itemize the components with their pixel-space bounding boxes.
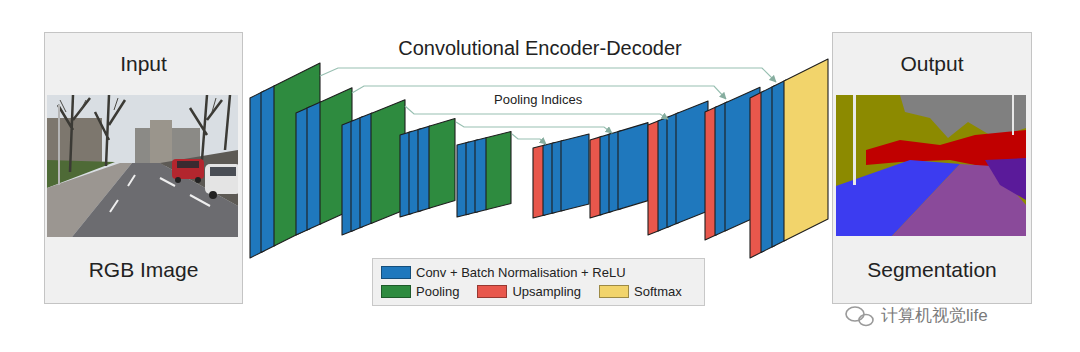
segmentation-map: [836, 95, 1026, 236]
panel-heading: Output: [900, 51, 963, 77]
legend-item: Softmax: [599, 284, 682, 299]
panel-ground: [832, 32, 1032, 304]
watermark: 计算机视觉life: [878, 306, 991, 326]
softmax-layer: [784, 59, 828, 241]
pooling-layer: [486, 132, 511, 210]
pooling-layer: [274, 63, 320, 246]
skip-arrow: [320, 68, 776, 82]
legend-swatch: [477, 285, 507, 298]
layer-stack: [250, 59, 828, 258]
image-panel: InputRGB Image: [44, 32, 243, 304]
conv-layer: [561, 134, 589, 211]
legend-item: Upsampling: [477, 284, 581, 299]
conv-layer: [475, 138, 487, 213]
skip-arrow: [512, 134, 546, 144]
legend-swatch: [381, 266, 411, 279]
panel-caption: RGB Image: [89, 257, 199, 283]
conv-layer: [418, 126, 430, 212]
conv-layer: [307, 102, 321, 230]
legend-row: Pooling Upsampling Softmax: [381, 282, 696, 301]
pooling-layer: [429, 119, 455, 209]
conv-layer: [360, 113, 372, 228]
skip-arrows: [320, 68, 776, 144]
panel-ground: [44, 32, 243, 304]
connector-label: Pooling Indices: [491, 92, 585, 108]
conv-layer: [618, 123, 648, 210]
legend-item: Conv + Batch Normalisation + ReLU: [381, 265, 626, 280]
legend-item: Pooling: [381, 284, 459, 299]
panel-caption: Segmentation: [867, 257, 997, 283]
legend-text: Pooling: [416, 284, 459, 299]
image-panel: OutputSegmentation: [832, 32, 1032, 304]
conv-layer: [261, 86, 275, 253]
watermark-icon: [846, 307, 873, 326]
legend-text: Softmax: [634, 284, 682, 299]
legend-row: Conv + Batch Normalisation + ReLU: [381, 263, 696, 282]
skip-arrow: [456, 122, 612, 133]
legend-swatch: [381, 285, 411, 298]
legend-swatch: [599, 285, 629, 298]
street-photo: [47, 95, 238, 237]
legend-box: Conv + Batch Normalisation + ReLU Pooling…: [372, 258, 705, 306]
conv-layer: [676, 101, 708, 224]
legend-text: Upsampling: [512, 284, 581, 299]
panel-heading: Input: [120, 51, 167, 77]
legend-text: Conv + Batch Normalisation + ReLU: [416, 265, 626, 280]
